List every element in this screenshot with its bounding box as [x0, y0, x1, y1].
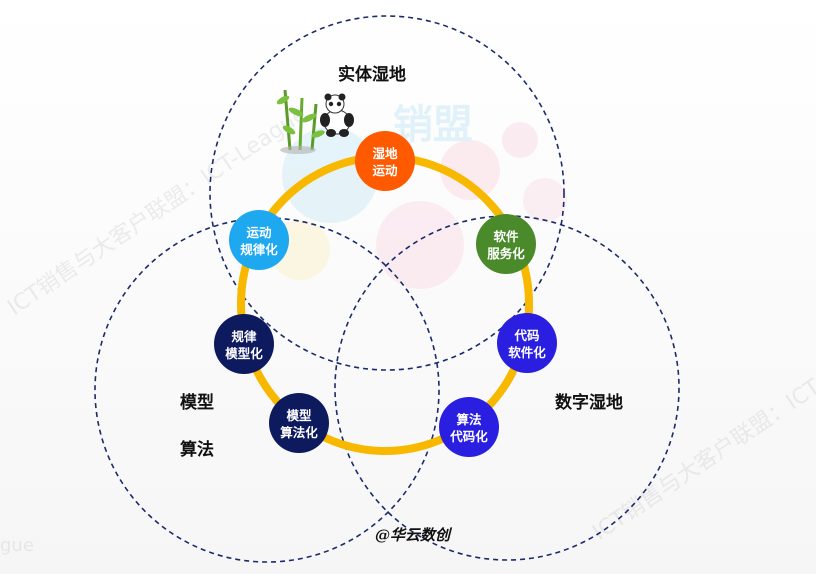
label-model: 模型 — [180, 392, 214, 413]
node-circle — [476, 214, 536, 274]
node-circle — [269, 393, 329, 453]
node-circle — [229, 210, 289, 270]
node-line2: 算法化 — [280, 425, 318, 440]
label-algorithm: 算法 — [179, 439, 214, 460]
node-wetland-motion: 湿地 运动 — [355, 131, 415, 191]
node-circle — [497, 313, 557, 373]
watermark-corner: gue — [0, 535, 34, 556]
node-law-to-model: 规律 模型化 — [214, 314, 274, 374]
node-line2: 运动 — [372, 163, 398, 178]
node-circle — [214, 314, 274, 374]
credit-signature: @华云数创 — [375, 526, 453, 544]
node-line2: 软件化 — [508, 345, 546, 360]
node-line1: 模型 — [286, 408, 312, 423]
node-circle — [355, 131, 415, 191]
node-line1: 软件 — [493, 229, 519, 244]
panda-bamboo-illustration — [276, 89, 354, 154]
node-line1: 湿地 — [372, 146, 398, 161]
node-line1: 规律 — [231, 329, 257, 344]
node-code-to-software: 代码 软件化 — [497, 313, 557, 373]
node-circle — [439, 397, 499, 457]
node-algorithm-to-code: 算法 代码化 — [439, 397, 499, 457]
label-physical-wetland: 实体湿地 — [338, 64, 406, 85]
node-software-as-service: 软件 服务化 — [476, 214, 536, 274]
label-digital-wetland: 数字湿地 — [555, 392, 623, 413]
node-line1: 代码 — [513, 328, 539, 343]
node-line1: 算法 — [456, 412, 482, 427]
node-line2: 代码化 — [449, 429, 488, 444]
node-line2: 规律化 — [240, 242, 278, 257]
node-line1: 运动 — [246, 225, 272, 240]
circle-physical-wetland — [209, 15, 565, 371]
node-line2: 服务化 — [487, 246, 525, 261]
node-line2: 模型化 — [225, 346, 263, 361]
node-motion-to-law: 运动 规律化 — [229, 210, 289, 270]
node-model-to-algorithm: 模型 算法化 — [269, 393, 329, 453]
